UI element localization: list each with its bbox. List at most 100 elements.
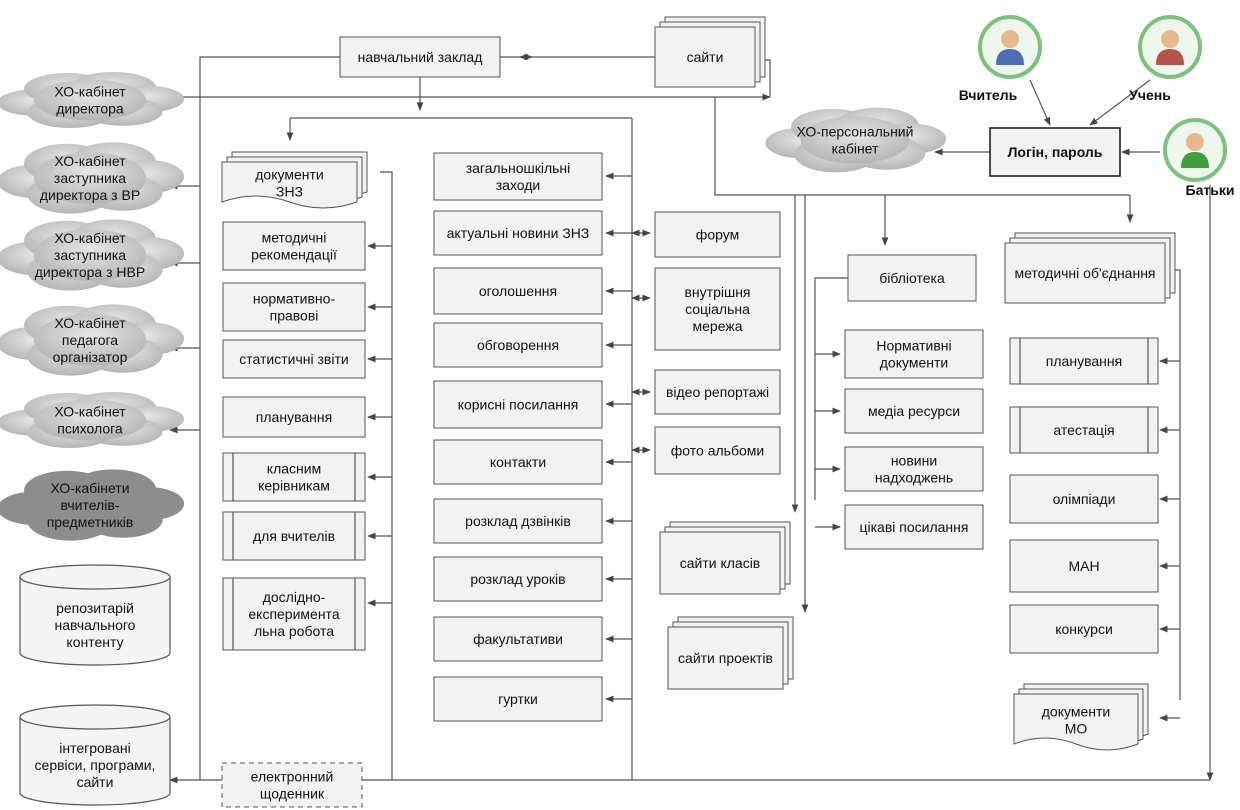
login-node-label: Логін, пароль: [1008, 144, 1103, 160]
parents-avatar-head: [1186, 133, 1204, 151]
cylinder-repository-body: [19, 577, 171, 666]
cloud-2-label-line: директора з НВР: [35, 264, 145, 280]
news-item-9: гуртки: [433, 676, 603, 722]
media-photo-rect: [654, 426, 781, 475]
library-item-1-label: медіа ресурси: [868, 403, 960, 419]
news-item-7-label-line: розклад уроків: [470, 571, 565, 587]
login-node-rect: [989, 127, 1121, 177]
docs-item-2: статистичні звіти: [222, 339, 366, 379]
docs-item-5-label-line: для вчителів: [253, 528, 335, 544]
cloud-1-puff: [33, 152, 147, 204]
conn-student-login: [1089, 79, 1151, 126]
library-item-3-label-line: цікаві посилання: [860, 519, 969, 535]
library-node-label: бібліотека: [879, 270, 945, 286]
cloud-1-label-line: заступника: [54, 170, 126, 186]
class-sites: сайти класів: [659, 521, 791, 595]
student-caption: Учень: [1129, 87, 1171, 103]
mo-item-3-rect: [1009, 539, 1159, 593]
docs-item-5: для вчителів: [222, 511, 366, 561]
docs-item-4-label-line: керівникам: [258, 478, 330, 494]
news-item-1-label: актуальні новини ЗНЗ: [447, 225, 590, 241]
media-social-label-line: соціальна: [685, 301, 750, 317]
news-item-5-label: контакти: [490, 454, 546, 470]
mo-item-3: МАН: [1009, 539, 1159, 593]
mo-item-2-rect: [1009, 474, 1159, 524]
class-sites-label-line: сайти класів: [680, 555, 761, 571]
mo-item-1: атестація: [1009, 406, 1159, 454]
sites-node-label-line: сайти: [687, 49, 724, 65]
cloud-3-puff: [33, 314, 147, 366]
school-node-label: навчальний заклад: [358, 49, 483, 65]
conn-lib-bus: [814, 277, 848, 500]
news-item-3-label: обговорення: [477, 337, 559, 353]
cloud-5-label-line: вчителів-: [61, 497, 120, 513]
cloud-5-puff: [33, 479, 147, 531]
cloud-4-label-line: психолога: [57, 421, 123, 437]
cloud-personal-puff: [800, 116, 910, 164]
news-item-6-rect: [433, 498, 603, 544]
news-item-3-rect: [433, 322, 603, 368]
docs-item-5-label: для вчителів: [253, 528, 335, 544]
news-item-4-rect: [433, 380, 603, 429]
docs-item-3-label-line: планування: [256, 409, 332, 425]
news-item-9-label: гуртки: [498, 691, 538, 707]
mo-docs-label-line: МО: [1065, 721, 1088, 737]
media-social-label-line: мережа: [693, 318, 743, 334]
docs-item-3: планування: [222, 396, 366, 438]
mo-item-1-label-line: атестація: [1053, 422, 1114, 438]
conn-right-bus: [714, 97, 1130, 196]
docs-item-6-label-line: дослідно-: [263, 589, 326, 605]
library-item-2-label-line: надходжень: [875, 470, 953, 486]
mo-item-4-rect: [1009, 604, 1159, 654]
cylinder-services-label-line: сайти: [77, 774, 114, 790]
cloud-0-puff: [33, 79, 147, 121]
news-item-6-label: розклад дзвінків: [465, 513, 571, 529]
cloud-4-puff: [33, 399, 147, 441]
media-photo: фото альбоми: [654, 426, 781, 475]
library-node-rect: [847, 254, 977, 302]
library-item-1: медіа ресурси: [844, 388, 984, 434]
news-item-8-label-line: факультативи: [473, 631, 563, 647]
news-item-5-label-line: контакти: [490, 454, 546, 470]
docs-znz-label-line: ЗНЗ: [276, 184, 303, 200]
library-item-3-rect: [844, 504, 984, 550]
cylinder-services-body: [19, 717, 171, 806]
conn-docs-bus: [380, 171, 393, 780]
library-item-3: цікаві посилання: [844, 504, 984, 550]
mo-item-3-label-line: МАН: [1068, 558, 1099, 574]
cloud-2-label-line: заступника: [54, 247, 126, 263]
cloud-3-label-line: педагога: [62, 332, 118, 348]
cylinder-services-label-line: сервіси, програми,: [35, 757, 156, 773]
cylinder-repository-label-line: репозитарій: [56, 600, 134, 616]
docs-item-1-label: нормативно-правові: [253, 291, 336, 324]
news-item-5-rect: [433, 439, 603, 485]
library-item-0-rect: [844, 329, 984, 379]
mo-item-1-rect: [1009, 406, 1159, 454]
news-item-2-label-line: оголошення: [479, 283, 557, 299]
news-item-5: контакти: [433, 439, 603, 485]
news-item-7: розклад уроків: [433, 556, 603, 602]
cylinder-services-label-line: інтегровані: [59, 740, 130, 756]
docs-item-0-label-line: методичні: [262, 230, 327, 246]
media-social-rect: [654, 267, 781, 351]
sites-node: сайти: [654, 16, 766, 88]
news-item-0-label-line: загальношкільні: [466, 160, 571, 176]
